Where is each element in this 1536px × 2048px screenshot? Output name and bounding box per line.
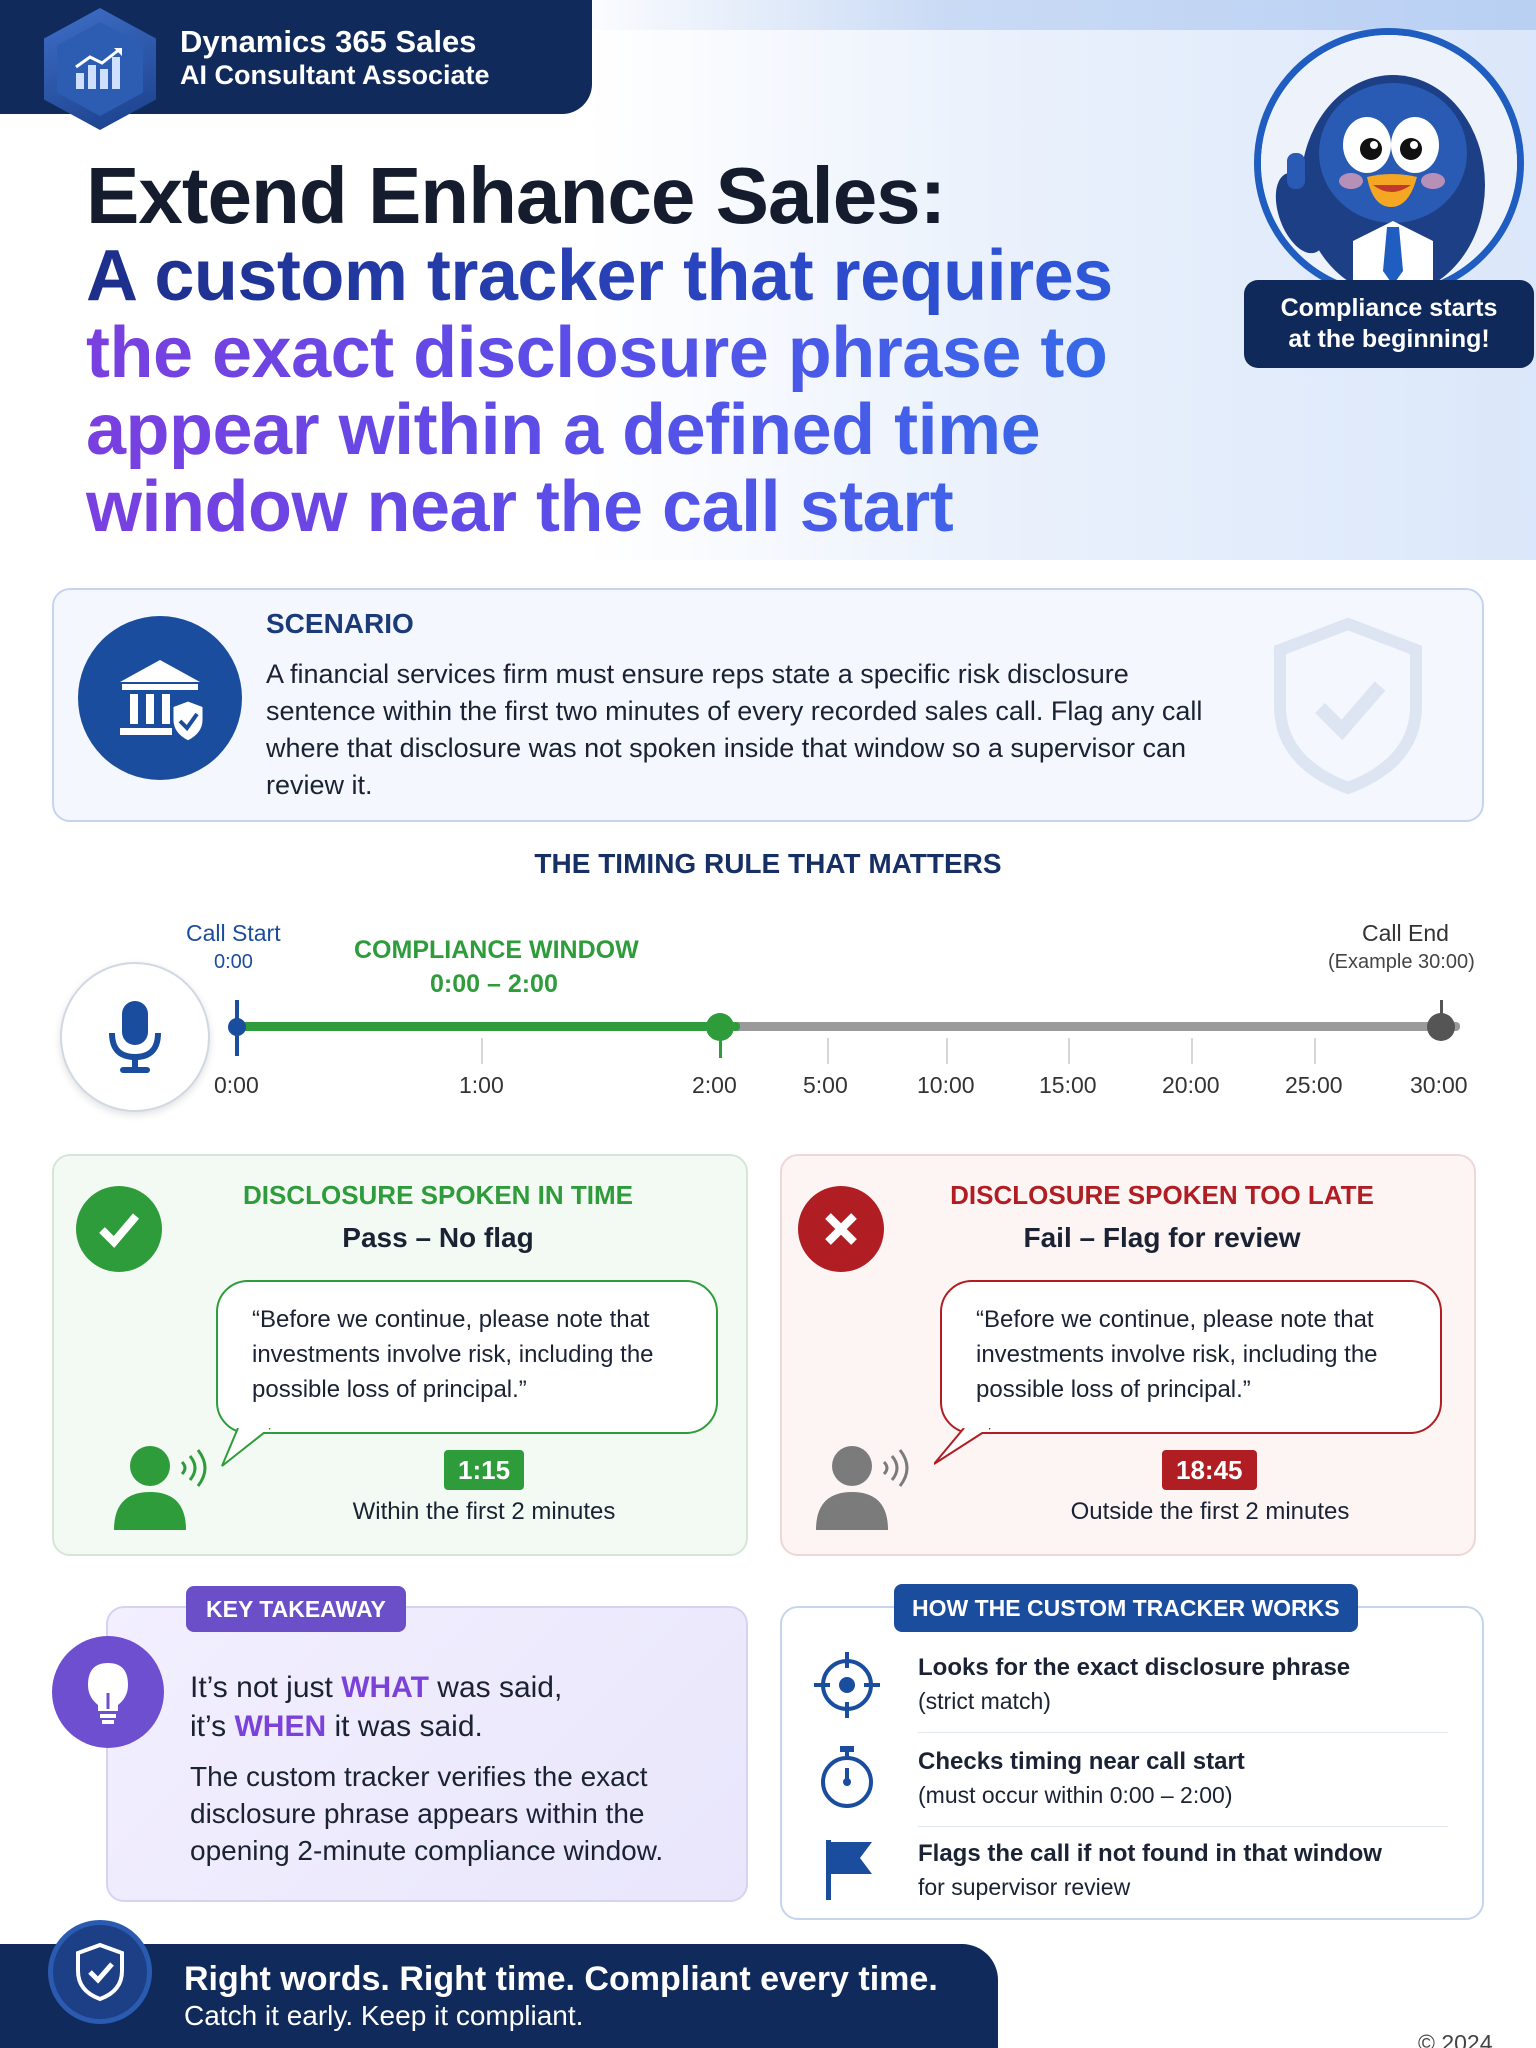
badge-hexagon [44, 8, 156, 130]
takeaway-text: It’s not just [190, 1671, 342, 1704]
pass-bubble-tail [221, 1428, 271, 1467]
pass-note: Within the first 2 minutes [352, 1498, 616, 1525]
target-icon [812, 1650, 882, 1720]
scenario-text: A financial services firm must ensure re… [266, 659, 1203, 800]
page-subtitle: A custom tracker that requires the exact… [86, 238, 1206, 546]
flag-icon [812, 1834, 882, 1904]
call-start-label: Call Start [186, 920, 281, 946]
subtitle-line: window near the call start [86, 469, 1206, 546]
takeaway-card [106, 1606, 748, 1902]
divider [918, 1826, 1448, 1827]
pass-time-badge: 1:15 [444, 1450, 525, 1490]
window-end-stem [719, 1028, 722, 1058]
penguin-mascot-icon [1261, 35, 1517, 291]
tick-label: 2:00 [692, 1072, 737, 1098]
call-end-note: (Example 30:00) [1328, 951, 1475, 973]
fail-result: Fail – Flag for review [1023, 1222, 1301, 1253]
divider [918, 1732, 1448, 1733]
tick-mark [827, 1038, 829, 1064]
tick-label: 5:00 [803, 1072, 848, 1098]
tick-mark [1068, 1038, 1070, 1064]
tick-mark [1314, 1038, 1316, 1064]
copyright: © 2024 [1418, 2030, 1493, 2048]
bank-shield-icon [78, 616, 242, 780]
subtitle-line: A custom tracker that requires [86, 238, 1206, 315]
mascot-caption-line: Compliance starts [1280, 294, 1498, 322]
badge-title: Dynamics 365 Sales [180, 24, 477, 59]
lightbulb-icon [52, 1636, 164, 1748]
tick-label: 0:00 [214, 1072, 259, 1098]
pass-heading: DISCLOSURE SPOKEN IN TIME [242, 1180, 634, 1210]
close-icon [798, 1186, 884, 1272]
takeaway-emphasis: WHAT [341, 1671, 429, 1704]
takeaway-text: was said, [428, 1671, 563, 1704]
takeaway-text: it was said. [326, 1710, 483, 1743]
tick-label: 1:00 [459, 1072, 504, 1098]
badge-subtitle: AI Consultant Associate [180, 60, 490, 90]
header-accent-band [560, 0, 1536, 30]
footer-slogan: Right words. Right time. Compliant every… [184, 1960, 938, 1998]
fail-bubble-tail [934, 1428, 991, 1465]
window-end-dot [706, 1013, 734, 1041]
how-it-works-card [780, 1606, 1484, 1920]
scenario-heading: SCENARIO [266, 608, 414, 639]
pass-result: Pass – No flag [342, 1222, 534, 1253]
tick-mark [481, 1038, 483, 1064]
tick-mark [1191, 1038, 1193, 1064]
takeaway-text: The custom tracker verifies the exact di… [190, 1761, 664, 1866]
how-item-subtitle: (strict match) [918, 1688, 1051, 1714]
takeaway-headline: It’s not just WHAT was said, it’s WHEN i… [190, 1668, 562, 1746]
tick-label: 30:00 [1410, 1072, 1468, 1098]
fail-time-badge: 18:45 [1162, 1450, 1257, 1490]
mascot-caption-line: at the beginning! [1288, 325, 1490, 353]
fail-heading: DISCLOSURE SPOKEN TOO LATE [950, 1180, 1374, 1210]
mascot-avatar [1254, 28, 1524, 298]
timeline-bar [228, 1000, 1460, 1064]
fail-note: Outside the first 2 minutes [1070, 1498, 1350, 1525]
footer-banner [0, 1944, 998, 2048]
mascot-caption: Compliance starts at the beginning! [1244, 280, 1534, 368]
fail-quote-bubble: “Before we continue, please note that in… [940, 1280, 1442, 1434]
chart-growth-icon [75, 47, 122, 89]
page-title: Extend Enhance Sales: [86, 151, 946, 240]
timeline-title: THE TIMING RULE THAT MATTERS [534, 848, 1002, 879]
checkmark-icon [76, 1186, 162, 1272]
subtitle-line: appear within a defined time [86, 392, 1206, 469]
pass-quote-bubble: “Before we continue, please note that in… [216, 1280, 718, 1434]
tick-label: 20:00 [1162, 1072, 1220, 1098]
call-start-time: 0:00 [214, 951, 253, 973]
how-item-title: Looks for the exact disclosure phrase [918, 1654, 1351, 1681]
timeline-window-segment [236, 1022, 740, 1031]
how-item-subtitle: (must occur within 0:00 – 2:00) [918, 1782, 1233, 1808]
shield-check-icon [48, 1920, 152, 2024]
compliance-window-range: 0:00 – 2:00 [430, 970, 558, 998]
call-start-dot [228, 1018, 246, 1036]
how-it-works-tag: HOW THE CUSTOM TRACKER WORKS [894, 1584, 1358, 1632]
microphone-icon [60, 962, 210, 1112]
call-end-dot [1427, 1013, 1455, 1041]
tick-label: 15:00 [1039, 1072, 1097, 1098]
scenario-card [52, 588, 1484, 822]
footer-tagline: Catch it early. Keep it compliant. [184, 2000, 584, 2031]
subtitle-line: the exact disclosure phrase to [86, 315, 1206, 392]
takeaway-line: It’s not just WHAT was said, [190, 1668, 562, 1707]
takeaway-emphasis: WHEN [234, 1710, 327, 1743]
tick-mark [946, 1038, 948, 1064]
stopwatch-icon [812, 1742, 882, 1812]
tick-label: 10:00 [917, 1072, 975, 1098]
speaker-icon [816, 1446, 909, 1530]
call-end-label: Call End [1362, 920, 1449, 946]
shield-check-watermark-icon [1274, 617, 1422, 795]
how-item-subtitle: for supervisor review [918, 1874, 1131, 1900]
takeaway-text: it’s [190, 1710, 235, 1743]
speaker-icon [114, 1446, 207, 1530]
compliance-window-label: COMPLIANCE WINDOW [354, 936, 639, 964]
tick-label: 25:00 [1285, 1072, 1343, 1098]
how-item-title: Checks timing near call start [918, 1748, 1245, 1775]
how-item-title: Flags the call if not found in that wind… [918, 1840, 1382, 1867]
takeaway-line: it’s WHEN it was said. [190, 1707, 562, 1746]
takeaway-tag: KEY TAKEAWAY [186, 1586, 406, 1632]
